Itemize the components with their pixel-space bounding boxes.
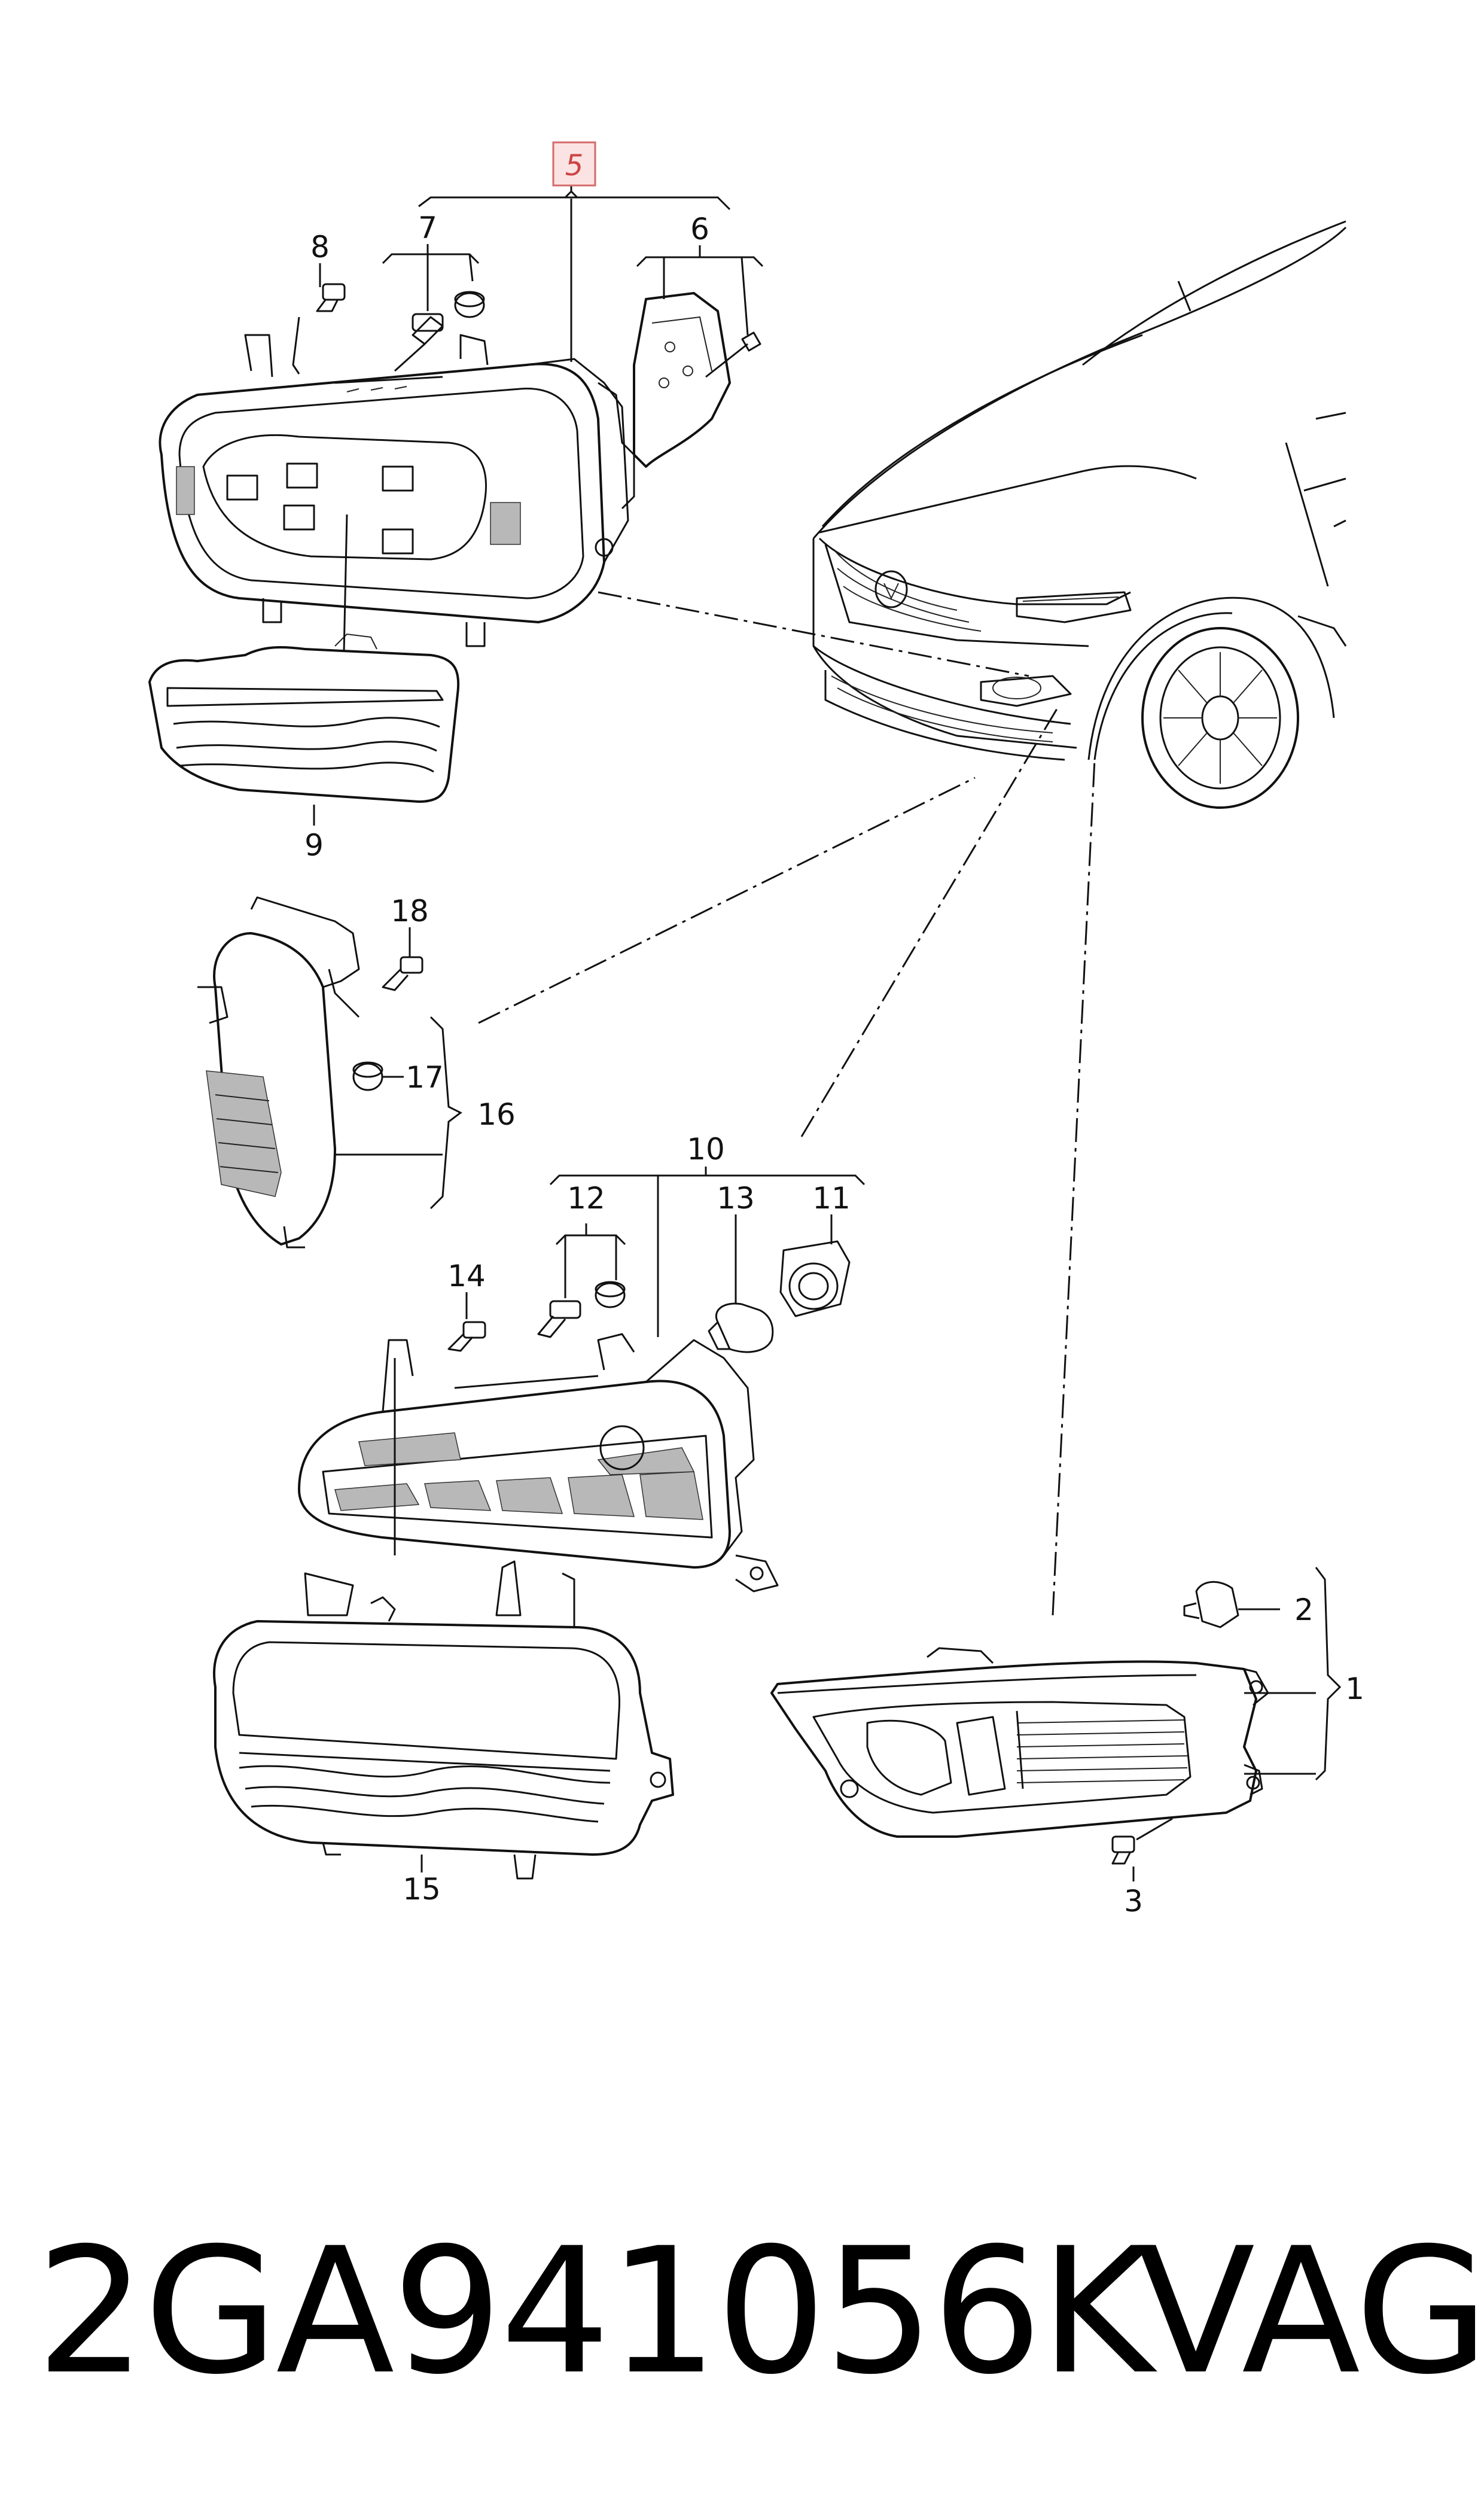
callout-labels: 5 6 7 8 9 18 17 16 10 12 13 11 14 15 2 1…: [304, 141, 1364, 1919]
callout-8: 8: [310, 230, 330, 264]
callout-12: 12: [567, 1181, 605, 1216]
screw-18: [382, 956, 423, 991]
callout-14: 14: [447, 1259, 486, 1293]
headlight-assembly: [159, 334, 635, 647]
callout-7: 7: [418, 211, 437, 245]
callout-9: 9: [304, 828, 324, 863]
callout-2: 2: [1294, 1593, 1314, 1627]
grille-9: [148, 633, 460, 803]
callout-17: 17: [406, 1060, 444, 1095]
fog-light-1: [770, 1647, 1269, 1838]
callout-16: 16: [477, 1097, 516, 1132]
cover-cap-6: [633, 292, 761, 468]
callout-5: 5: [565, 149, 584, 182]
lamp-housing-10: [298, 1333, 779, 1593]
side-light-16: [197, 896, 360, 1249]
callout-3: 3: [1124, 1884, 1143, 1919]
fastener-7: [394, 291, 485, 372]
callout-13: 13: [717, 1181, 755, 1216]
bezel-15: [213, 1560, 674, 1880]
association-lines: [478, 591, 1096, 1616]
bulb-socket-11: [779, 1240, 851, 1317]
cap-17: [352, 1061, 383, 1091]
part-number-label: 2GA941056K: [36, 2211, 1154, 2413]
brand-label: VAG: [1136, 2211, 1484, 2413]
car-front-illustration: [812, 220, 1347, 809]
screw-3: [1111, 1835, 1135, 1865]
callout-5-highlight-box: [552, 141, 596, 187]
callout-11: 11: [812, 1181, 851, 1216]
callout-6: 6: [690, 212, 709, 246]
fastener-12: [537, 1281, 626, 1338]
callout-15: 15: [403, 1872, 441, 1907]
bulb-2: [1183, 1581, 1239, 1628]
screw-14: [447, 1321, 486, 1352]
callout-1: 1: [1345, 1671, 1364, 1706]
leader-lines: [292, 185, 1342, 1881]
callout-18: 18: [391, 894, 429, 928]
callout-10: 10: [687, 1132, 725, 1167]
bulb-13: [708, 1302, 774, 1353]
screw-8: [316, 283, 346, 312]
